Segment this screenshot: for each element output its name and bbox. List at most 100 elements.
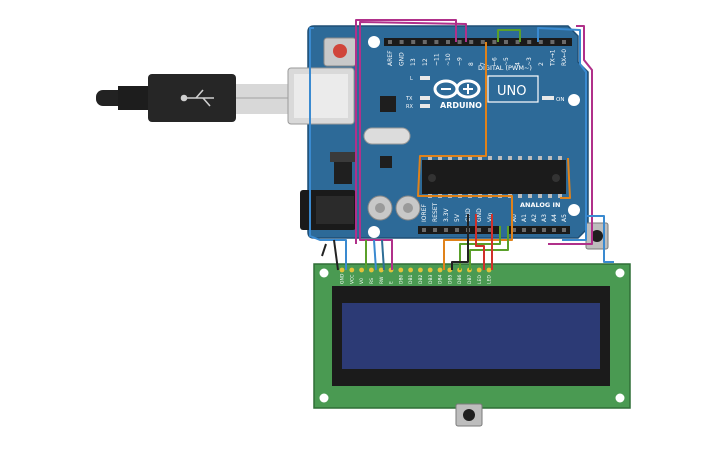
wire-blue[interactable]	[309, 27, 347, 270]
lcd-pin-label: E	[389, 281, 395, 284]
lcd-pin-label: DB0	[398, 274, 404, 284]
pin-hole[interactable]	[542, 228, 546, 232]
lcd-pin-pad[interactable]	[339, 267, 345, 273]
pin-hole[interactable]	[515, 40, 520, 44]
power-pin-label: IOREF	[421, 204, 428, 222]
pin-hole[interactable]	[522, 228, 526, 232]
reset-button[interactable]	[333, 44, 347, 58]
digital-header-label: DIGITAL (PWM~)	[478, 64, 532, 72]
wire-orange[interactable]	[417, 42, 513, 270]
mounting-hole	[368, 36, 380, 48]
lcd-pin-pad[interactable]	[378, 267, 384, 273]
wire-black[interactable]	[451, 214, 469, 270]
lcd-pin-label: LED	[487, 275, 493, 284]
power-pin-label: RESET	[432, 202, 439, 222]
digital-pin-label: 12	[422, 58, 429, 66]
pin-hole[interactable]	[504, 40, 508, 44]
wire-blue[interactable]	[537, 27, 587, 241]
chip-leg	[518, 156, 522, 160]
led-rx-label: RX	[406, 104, 413, 110]
uno-label: UNO	[497, 84, 526, 99]
chip-leg	[428, 156, 432, 160]
pin-hole[interactable]	[488, 228, 492, 232]
pin-hole[interactable]	[446, 40, 450, 44]
wire-green[interactable]	[497, 29, 521, 42]
pin-hole[interactable]	[455, 228, 459, 232]
wire-magenta[interactable]	[548, 25, 593, 245]
pin-hole[interactable]	[422, 40, 427, 44]
pin-hole[interactable]	[532, 228, 536, 232]
analog-pin-label: A2	[531, 214, 538, 222]
pin-hole[interactable]	[433, 228, 437, 232]
chip-leg	[448, 156, 452, 160]
pin-hole[interactable]	[388, 40, 392, 44]
pin-hole[interactable]	[469, 40, 474, 44]
pin-hole[interactable]	[477, 228, 481, 232]
wire-black[interactable]	[333, 239, 339, 271]
lcd-pin-pad[interactable]	[418, 267, 423, 273]
pin-hole[interactable]	[512, 228, 516, 232]
digital-pin-label: ~5	[503, 57, 510, 66]
pin-hole[interactable]	[538, 40, 543, 44]
digital-pin-label: ~11	[433, 53, 440, 66]
pin-hole[interactable]	[399, 40, 404, 44]
usb-cable[interactable]	[96, 74, 290, 122]
pin-hole[interactable]	[562, 228, 566, 232]
power-pin-label: Vin	[487, 212, 494, 222]
analog-header[interactable]	[508, 226, 570, 234]
power-pin-label: GND	[476, 208, 483, 222]
pin-hole[interactable]	[527, 40, 532, 44]
wire-green[interactable]	[469, 226, 509, 270]
lcd-pin-label: VCC	[349, 275, 355, 284]
pin-hole[interactable]	[444, 228, 448, 232]
atmega-chip	[422, 160, 566, 194]
pin-hole[interactable]	[434, 40, 439, 44]
lcd-pin-pad[interactable]	[359, 267, 364, 273]
lcd-pin-label: DB5	[447, 274, 453, 284]
chip-leg	[528, 156, 532, 160]
lcd-pin-pad[interactable]	[349, 267, 355, 273]
wire-green[interactable]	[459, 226, 501, 270]
lcd-pin-pad[interactable]	[398, 267, 404, 273]
lcd-pin-pad[interactable]	[486, 267, 492, 273]
lcd-pin-pad[interactable]	[437, 267, 443, 273]
chip-leg	[498, 156, 502, 160]
pin-hole[interactable]	[492, 40, 497, 44]
chip-leg	[468, 156, 472, 160]
lcd-pin-pad[interactable]	[408, 267, 413, 273]
chip-leg	[558, 156, 562, 160]
pin-hole[interactable]	[411, 40, 416, 44]
chip-leg	[488, 156, 492, 160]
arduino-logo-icon	[433, 79, 481, 99]
wire-magenta[interactable]	[359, 21, 467, 270]
pin-hole[interactable]	[480, 40, 485, 44]
wire-black[interactable]	[321, 243, 327, 257]
lcd-pin-label: DB6	[457, 274, 463, 284]
pin-hole[interactable]	[550, 40, 555, 44]
pin-hole[interactable]	[562, 40, 566, 44]
wire-blue[interactable]	[586, 215, 614, 263]
analog-pin-label: A4	[551, 214, 558, 222]
wire-orange[interactable]	[560, 157, 571, 199]
digital-header[interactable]	[384, 38, 572, 46]
wire-magenta[interactable]	[355, 19, 457, 244]
push-button-cap[interactable]	[463, 409, 475, 421]
lcd-pin-pad[interactable]	[427, 267, 433, 273]
chip-leg	[508, 156, 512, 160]
push-button-cap[interactable]	[591, 230, 603, 242]
wire-red[interactable]	[475, 214, 485, 270]
push-button-bottom[interactable]	[455, 403, 483, 427]
chip-leg	[438, 156, 442, 160]
pin-hole[interactable]	[552, 228, 556, 232]
crystal-oscillator	[363, 127, 411, 145]
power-pin-label: 5V	[454, 213, 461, 222]
lcd-pin-pad[interactable]	[369, 267, 374, 273]
lcd-pin-pad[interactable]	[476, 267, 482, 273]
pin-hole[interactable]	[422, 228, 426, 232]
digital-pin-label: RX←0	[561, 49, 568, 66]
pin-hole[interactable]	[457, 40, 462, 44]
digital-pin-label: 7	[480, 62, 487, 66]
lcd-pin-label: RW	[379, 276, 385, 284]
